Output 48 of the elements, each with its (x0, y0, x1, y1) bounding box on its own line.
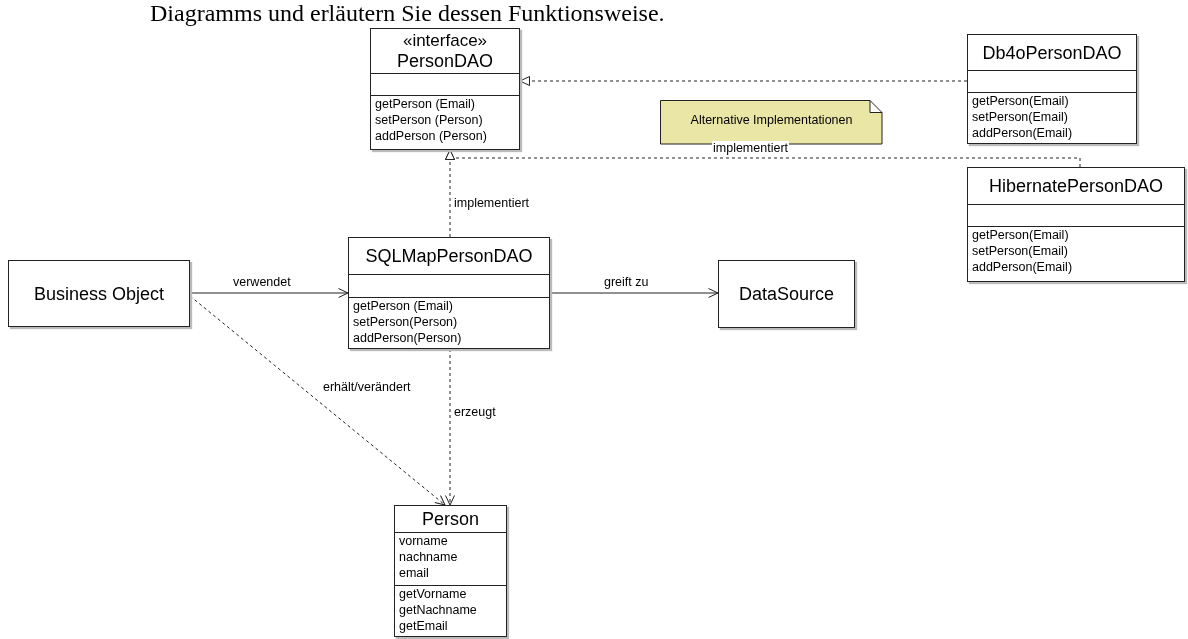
edge-label: greift zu (603, 275, 650, 289)
class-box (967, 167, 1185, 282)
attribute-text: vorname (398, 533, 449, 549)
dashed-arrow (445, 149, 455, 238)
class-box (394, 505, 507, 637)
edge-label: implementiert (453, 196, 531, 210)
method-text: setPerson(Email) (971, 243, 1069, 259)
edge-label: erzeugt (453, 405, 497, 419)
class-box (967, 34, 1137, 144)
dashed-arrow (189, 295, 446, 506)
class-name: DataSource (738, 284, 835, 304)
dashed-arrow (519, 76, 968, 86)
arrow (549, 288, 719, 298)
method-text: setPerson (Person) (374, 112, 484, 128)
class-name: PersonDAO (396, 51, 493, 71)
class-name: HibernatePersonDAO (988, 176, 1164, 196)
heading-text: Diagramms und erläutern Sie dessen Funktionsweise. (150, 0, 665, 26)
dashed-arrow (445, 348, 455, 506)
stereotype: «interface» (402, 31, 488, 51)
method-text: addPerson(Email) (971, 125, 1074, 141)
attribute-text: email (398, 565, 430, 581)
method-text: setPerson(Email) (971, 109, 1069, 125)
attribute-text: nachname (398, 549, 459, 565)
method-text: getPerson(Email) (971, 227, 1070, 243)
class-box (348, 237, 550, 349)
class-box (370, 28, 520, 150)
class-box (8, 260, 190, 327)
method-text: getEmail (398, 618, 449, 634)
class-box (718, 260, 855, 328)
edge-label: verwendet (232, 275, 292, 289)
note-box (660, 100, 883, 145)
method-text: setPerson(Person) (352, 314, 459, 330)
method-text: addPerson(Email) (971, 259, 1074, 275)
method-text: getPerson (Email) (374, 96, 477, 112)
edge-label: implementiert (712, 141, 790, 155)
arrow (189, 288, 349, 298)
method-text: getNachname (398, 602, 478, 618)
edge-label: erhält/verändert (322, 380, 412, 394)
note-text: Alternative Implementationen (690, 112, 853, 127)
method-text: addPerson(Person) (352, 330, 463, 346)
class-name: Person (421, 509, 479, 529)
method-text: addPerson (Person) (374, 128, 488, 144)
method-text: getVorname (398, 586, 468, 602)
method-text: getPerson (Email) (352, 298, 455, 314)
method-text: getPerson(Email) (971, 93, 1070, 109)
class-name: Db4oPersonDAO (982, 42, 1122, 63)
class-name: Business Object (33, 283, 165, 304)
class-name: SQLMapPersonDAO (365, 246, 533, 266)
